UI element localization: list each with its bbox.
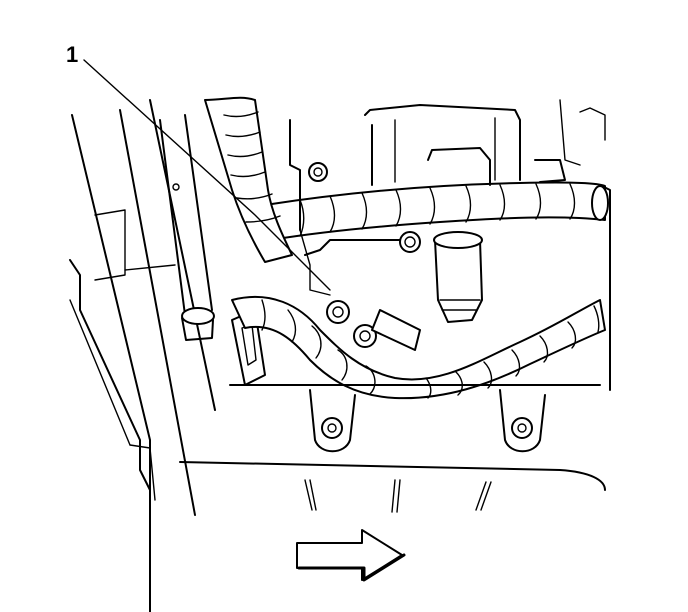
lower-panel (179, 461, 606, 513)
callout-1: 1 (66, 42, 331, 291)
upper-wiring-harness (264, 181, 609, 241)
mounting-ear-right (499, 389, 546, 453)
lower-wiring-harness (231, 295, 606, 400)
bolt-heads (308, 162, 421, 348)
engine-housing (229, 99, 611, 391)
hose-fitting (371, 231, 483, 351)
bolt-center (399, 231, 421, 253)
frame-rail (69, 99, 216, 612)
mounting-ear-left (309, 389, 356, 453)
support-strut (159, 114, 215, 341)
bolt-lower-center (353, 324, 377, 348)
vertical-harness (204, 96, 293, 263)
bolt-lower-left (326, 300, 350, 324)
callout-label: 1 (66, 42, 78, 67)
bolt-upper-left (308, 162, 328, 182)
right-arrow-icon (296, 529, 406, 582)
